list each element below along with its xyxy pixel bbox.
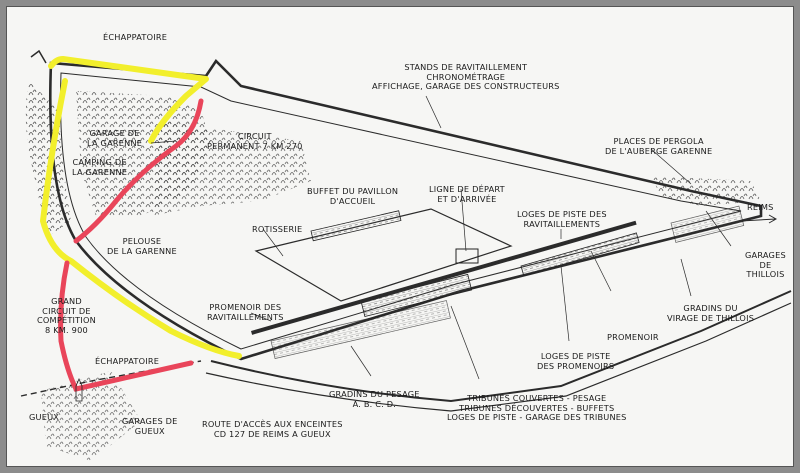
label-pergola: PLACES DE PERGOLA DE L'AUBERGE GARENNE xyxy=(605,136,713,156)
label-ligne-depart: LIGNE DE DÉPART ET D'ARRIVÉE xyxy=(429,184,505,204)
label-stands-line1: STANDS DE RAVITAILLEMENT xyxy=(404,62,528,72)
label-loges-prom-line2: DES PROMENOIRS xyxy=(537,360,615,371)
label-stands: STANDS DE RAVITAILLEMENT CHRONOMÉTRAGE A… xyxy=(372,62,560,92)
gueux-road xyxy=(20,360,202,397)
label-loges-promenoirs: LOGES DE PISTE DES PROMENOIRS xyxy=(537,351,615,371)
label-camping-line2: LA GARENNE xyxy=(72,166,128,177)
buffet-pavilion xyxy=(310,210,402,242)
label-pelouse: PELOUSE DE LA GARENNE xyxy=(107,236,177,256)
label-garages-thillois-line1: GARAGES xyxy=(745,250,786,260)
map-frame: ÉCHAPPATOIRE STANDS DE RAVITAILLEMENT CH… xyxy=(6,6,794,467)
label-tribunes-line1: TRIBUNES COUVERTES - PESAGE xyxy=(467,393,607,403)
label-stands-line3: AFFICHAGE, GARAGE DES CONSTRUCTEURS xyxy=(372,81,560,91)
label-loges-ravit-line2: RAVITAILLEMENTS xyxy=(523,218,601,229)
label-gradins-pesage: GRADINS DU PESAGE A. B. C. D. xyxy=(329,389,420,409)
label-pelouse-line1: PELOUSE xyxy=(122,236,162,246)
access-road xyxy=(210,290,792,403)
label-buffet-line2: D'ACCUEIL xyxy=(329,195,376,206)
label-garages-gueux-line2: GUEUX xyxy=(134,425,165,436)
label-grand-circuit-line3: COMPÉTITION xyxy=(37,315,96,325)
label-gradins-thillois-line1: GRADINS DU xyxy=(683,303,738,313)
label-garage-garenne-line2: LA GARENNE xyxy=(87,137,143,148)
start-tower xyxy=(455,248,479,264)
pit-lane xyxy=(251,220,637,335)
label-circuit-permanent: CIRCUIT PERMANENT 7 KM 270 xyxy=(207,131,303,151)
label-rotisserie: ROTISSERIE xyxy=(252,224,303,234)
label-gradins-thillois: GRADINS DU VIRAGE DE THILLOIS xyxy=(667,303,755,323)
yellow-route xyxy=(48,56,209,144)
label-tribunes: TRIBUNES COUVERTES - PESAGE TRIBUNES DÉC… xyxy=(447,393,627,423)
yellow-route-west xyxy=(39,78,242,359)
red-route-south xyxy=(58,260,194,392)
label-grand-circuit-line2: CIRCUIT DE xyxy=(42,305,91,316)
label-buffet-line1: BUFFET DU PAVILLON xyxy=(307,186,399,196)
gueux-church xyxy=(75,377,83,402)
label-grand-circuit-line4: 8 KM. 900 xyxy=(45,324,88,335)
label-garages-gueux: GARAGES DE GUEUX xyxy=(122,416,178,436)
label-garage-garenne-line1: GARAGE DE xyxy=(89,128,140,138)
label-reims: REIMS xyxy=(747,202,774,212)
label-pergola-line1: PLACES DE PERGOLA xyxy=(613,136,704,146)
label-pelouse-line2: DE LA GARENNE xyxy=(107,245,177,256)
label-tribunes-line3: LOGES DE PISTE - GARAGE DES TRIBUNES xyxy=(447,412,627,422)
label-promenoir-ravit-line2: RAVITAILLEMENTS xyxy=(207,311,284,322)
label-ligne-depart-line1: LIGNE DE DÉPART xyxy=(429,184,505,194)
circuit-track-inner xyxy=(60,72,742,350)
woods-reims xyxy=(651,176,761,206)
label-garages-thillois-line3: THILLOIS xyxy=(746,269,785,279)
label-loges-ravit-line1: LOGES DE PISTE DES xyxy=(517,209,607,219)
garages-thillois xyxy=(670,205,745,243)
label-garages-thillois: GARAGES DE THILLOIS xyxy=(745,250,786,280)
label-loges-prom-line1: LOGES DE PISTE xyxy=(540,351,611,361)
label-gradins-pesage-line1: GRADINS DU PESAGE xyxy=(329,389,420,399)
escape-top xyxy=(30,49,47,64)
label-promenoir: PROMENOIR xyxy=(607,332,659,342)
red-route-garenne xyxy=(73,98,204,244)
grandstand-promenoir xyxy=(520,232,640,277)
gradins-pesage xyxy=(270,300,451,359)
woods-garenne-east xyxy=(151,121,311,216)
label-grand-circuit-line1: GRAND xyxy=(51,296,82,306)
label-circuit-permanent-line2: PERMANENT 7 KM 270 xyxy=(207,140,303,151)
label-buffet: BUFFET DU PAVILLON D'ACCUEIL xyxy=(307,186,399,206)
label-promenoir-ravitaillements: PROMENOIR DES RAVITAILLEMENTS xyxy=(207,302,284,322)
leader-lines xyxy=(150,95,732,380)
label-camping: CAMPING DE LA GARENNE xyxy=(72,157,128,177)
label-pergola-line2: DE L'AUBERGE GARENNE xyxy=(605,145,713,156)
reims-arrow xyxy=(740,214,778,224)
label-garage-garenne: GARAGE DE LA GARENNE xyxy=(87,128,143,148)
label-promenoir-ravit-line1: PROMENOIR DES xyxy=(209,302,282,312)
label-echappatoire-top: ÉCHAPPATOIRE xyxy=(103,32,168,42)
label-echappatoire-bottom: ÉCHAPPATOIRE xyxy=(95,356,160,366)
label-garages-thillois-line2: DE xyxy=(759,259,772,270)
label-garages-gueux-line1: GARAGES DE xyxy=(122,416,178,426)
label-gueux: GUEUX xyxy=(29,412,60,422)
label-circuit-permanent-line1: CIRCUIT xyxy=(237,131,272,141)
woods-gueux xyxy=(41,371,141,461)
circuit-map xyxy=(20,49,792,461)
label-loges-ravitaillements: LOGES DE PISTE DES RAVITAILLEMENTS xyxy=(517,209,607,229)
label-grand-circuit: GRAND CIRCUIT DE COMPÉTITION 8 KM. 900 xyxy=(37,296,96,335)
label-stands-line2: CHRONOMÉTRAGE xyxy=(426,71,506,82)
label-route-acces-line1: ROUTE D'ACCÈS AUX ENCEINTES xyxy=(202,419,343,429)
label-tribunes-line2: TRIBUNES DÉCOUVERTES - BUFFETS xyxy=(459,402,615,413)
access-road-edge xyxy=(205,302,792,412)
label-gradins-thillois-line2: VIRAGE DE THILLOIS xyxy=(667,312,755,323)
label-route-acces: ROUTE D'ACCÈS AUX ENCEINTES CD 127 DE RE… xyxy=(202,419,343,439)
label-gradins-pesage-line2: A. B. C. D. xyxy=(352,398,397,409)
label-camping-line1: CAMPING DE xyxy=(72,157,127,167)
label-route-acces-line2: CD 127 DE REIMS A GUEUX xyxy=(213,428,331,439)
label-ligne-depart-line2: ET D'ARRIVÉE xyxy=(437,193,497,204)
